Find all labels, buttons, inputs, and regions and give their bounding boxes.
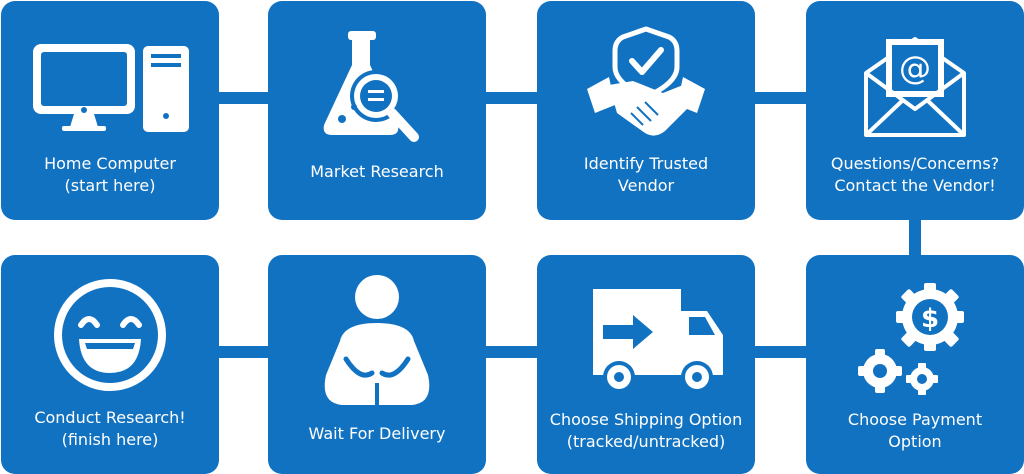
step-contact-vendor: @ Questions/Concerns? Contact the Vendor… (806, 1, 1024, 220)
step-label-line: Vendor (617, 176, 675, 195)
delivery-truck-icon (593, 289, 723, 393)
step-label-line: Contact the Vendor! (834, 176, 996, 195)
step-label-line: Conduct Research! (34, 408, 186, 427)
step-label-line: Choose Payment (847, 410, 983, 429)
step-identify-vendor: Identify Trusted Vendor (537, 1, 755, 220)
step-wait-delivery: Wait For Delivery (268, 255, 486, 474)
step-label-line: (tracked/untracked) (566, 432, 726, 451)
step-label-line: Choose Shipping Option (549, 410, 743, 429)
step-label-line: (finish here) (61, 430, 159, 449)
step-label-line: Option (888, 432, 942, 451)
step-label-line: Identify Trusted (583, 154, 709, 173)
waiting-person-icon (324, 275, 430, 405)
step-label-line: Questions/Concerns? (830, 154, 1000, 173)
flask-magnifier-icon (323, 31, 419, 142)
step-label-line: Home Computer (44, 154, 176, 173)
gears-dollar-icon: $ (858, 283, 964, 395)
step-label-line: (start here) (64, 176, 156, 195)
step-choose-payment: $ Choose Payment Option (806, 255, 1024, 474)
step-label-line: Market Research (310, 162, 444, 181)
step-conduct-research: Conduct Research! (finish here) (1, 255, 219, 474)
svg-text:$: $ (921, 304, 939, 334)
email-envelope-icon: @ (864, 37, 966, 137)
desktop-computer-icon (33, 44, 189, 132)
step-label-line: Wait For Delivery (308, 424, 446, 443)
step-market-research: Market Research (268, 1, 486, 220)
smiley-face-icon (54, 279, 166, 391)
step-choose-shipping: Choose Shipping Option (tracked/untracke… (537, 255, 755, 474)
svg-text:@: @ (899, 49, 931, 87)
step-home-computer: Home Computer (start here) (1, 1, 219, 220)
shield-handshake-icon (587, 26, 705, 136)
